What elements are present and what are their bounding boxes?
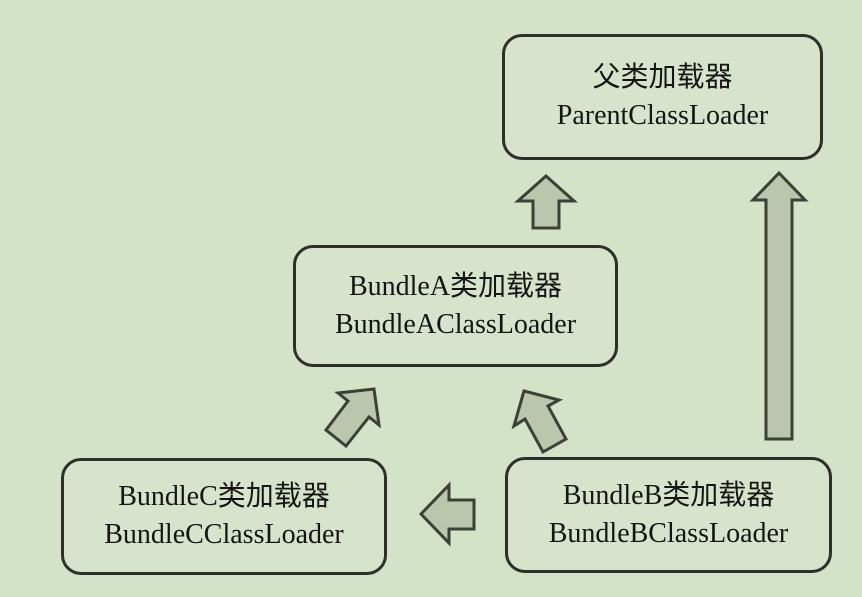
node-parent-label-zh: 父类加载器: [592, 61, 733, 93]
node-bundleb-classloader: BundleB类加载器 BundleBClassLoader: [505, 457, 832, 573]
node-bundlec-label-zh: BundleC类加载器: [118, 481, 330, 513]
arrow-bundleB-to-parent-icon: [749, 170, 809, 441]
arrow-bundleB-to-bundleC-icon: [418, 481, 476, 547]
arrow-bundleB-to-bundleA-icon: [511, 389, 569, 455]
node-parent-label-en: ParentClassLoader: [556, 99, 769, 131]
node-bundlec-label-en: BundleCClassLoader: [104, 519, 344, 550]
node-bundlea-classloader: BundleA类加载器 BundleAClassLoader: [293, 245, 618, 367]
node-bundlec-classloader: BundleC类加载器 BundleCClassLoader: [61, 458, 387, 575]
arrow-bundleA-to-parent-icon: [514, 173, 578, 230]
arrow-bundleC-to-bundleA-icon: [323, 387, 382, 449]
node-parent-classloader: 父类加载器 ParentClassLoader: [502, 34, 823, 160]
node-bundlea-label-zh: BundleA类加载器: [348, 270, 563, 302]
node-bundleb-label-zh: BundleB类加载器: [562, 479, 775, 511]
node-bundleb-label-en: BundleBClassLoader: [548, 517, 789, 549]
node-bundlea-label-en: BundleAClassLoader: [334, 308, 577, 340]
